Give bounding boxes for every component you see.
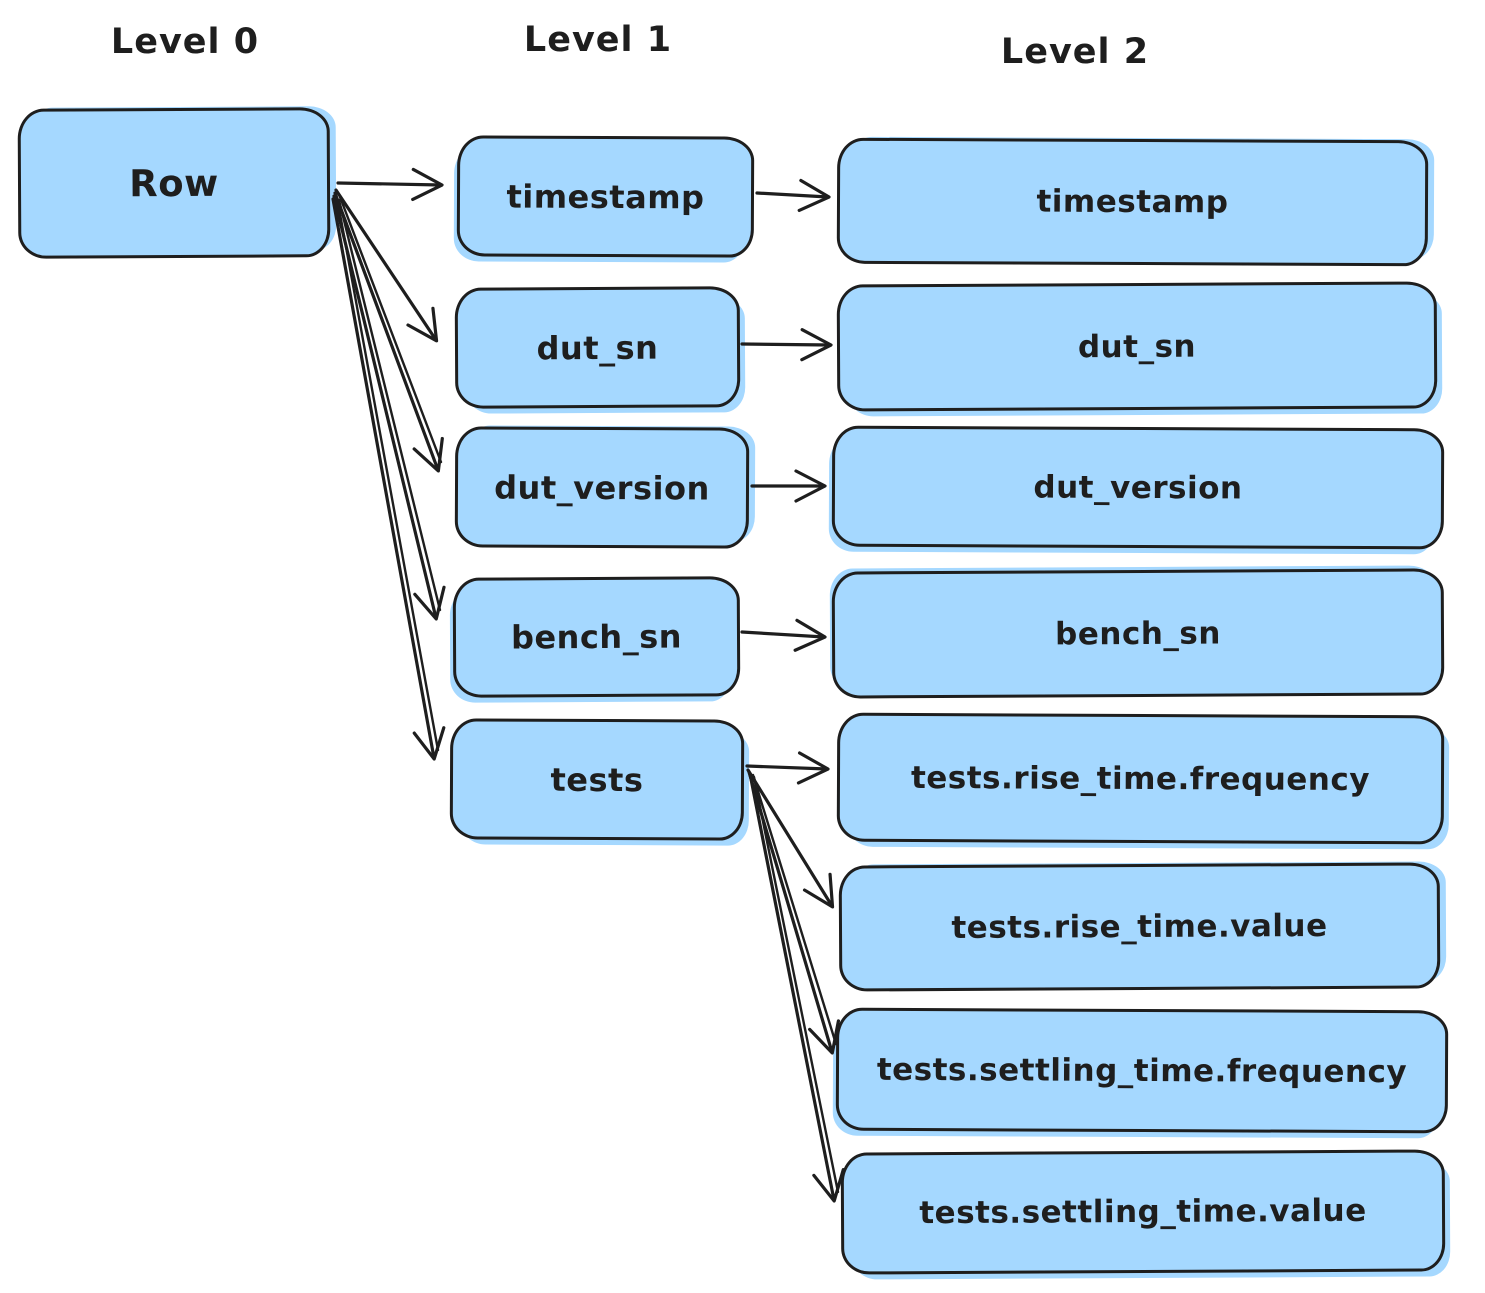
edge-row-to-l1-dut-version-double xyxy=(338,195,443,464)
edge-l1-tests-to-l2-rise-time-frequency xyxy=(745,751,830,785)
node-l2-timestamp: timestamp xyxy=(836,137,1429,267)
edge-row-to-l1-tests-double xyxy=(336,201,440,752)
edge-l1-tests-to-l2-settling-time-frequency xyxy=(747,770,841,1055)
node-l2-bench-sn: bench_sn xyxy=(831,568,1445,699)
node-l2-tests-settling-time-value: tests.settling_time.value xyxy=(840,1149,1446,1275)
edge-l1-tests-to-l2-settling-time-value-double xyxy=(752,775,840,1194)
edge-l1-timestamp-to-l2-timestamp xyxy=(755,178,831,213)
node-l2-dut-sn: dut_sn xyxy=(836,281,1438,412)
column-header-level-2: Level 2 xyxy=(1000,32,1150,72)
edge-row-to-l1-dut-version xyxy=(333,191,444,473)
node-l1-dut-version: dut_version xyxy=(454,426,750,549)
node-l2-tests-rise-time-frequency: tests.rise_time.frequency xyxy=(836,712,1445,845)
edge-row-to-l1-tests xyxy=(331,197,446,761)
column-header-level-0: Level 0 xyxy=(110,22,260,62)
node-l2-tests-settling-time-frequency: tests.settling_time.frequency xyxy=(835,1007,1449,1134)
node-l1-tests: tests xyxy=(449,718,745,841)
node-l1-bench-sn: bench_sn xyxy=(452,576,741,698)
edge-row-to-l1-dut-sn xyxy=(334,188,439,343)
edge-l1-dut-sn-to-l2-dut-sn xyxy=(740,328,833,362)
node-l1-timestamp: timestamp xyxy=(456,135,755,258)
node-row: Row xyxy=(17,107,331,259)
edge-l1-tests-to-l2-settling-time-frequency-double xyxy=(751,773,838,1046)
edge-row-to-l1-bench-sn xyxy=(332,194,446,621)
edge-l1-bench-sn-to-l2-bench-sn xyxy=(740,618,827,652)
edge-l1-tests-to-l2-settling-time-value xyxy=(748,772,845,1203)
node-l1-dut-sn: dut_sn xyxy=(454,286,741,409)
edge-row-to-l1-timestamp xyxy=(336,167,444,202)
column-header-level-1: Level 1 xyxy=(523,20,673,60)
node-l2-dut-version: dut_version xyxy=(831,425,1445,550)
edge-row-to-l1-bench-sn-double xyxy=(337,198,442,612)
edge-l1-tests-to-l2-rise-time-value xyxy=(746,768,835,909)
node-l2-tests-rise-time-value: tests.rise_time.value xyxy=(838,862,1441,992)
